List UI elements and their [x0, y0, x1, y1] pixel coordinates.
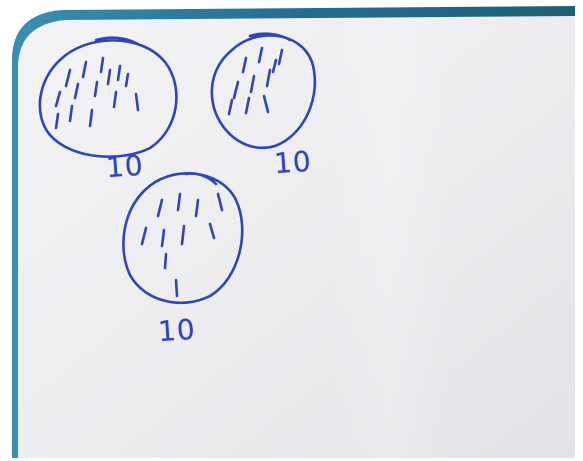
- tally-mark: [54, 90, 62, 108]
- tally-mark: [277, 48, 284, 66]
- group-3-circle: [122, 172, 244, 304]
- tally-mark: [140, 226, 148, 246]
- tally-mark: [156, 198, 164, 218]
- tally-mark: [116, 64, 122, 82]
- tally-mark: [249, 74, 256, 94]
- tally-mark: [124, 72, 130, 88]
- tally-mark: [232, 80, 240, 100]
- tally-mark: [194, 198, 200, 218]
- tally-mark: [271, 58, 278, 74]
- tally-mark: [216, 192, 224, 212]
- tally-mark: [160, 228, 166, 248]
- group-3-label: 10: [156, 312, 197, 349]
- tally-mark: [81, 60, 88, 79]
- tally-mark: [262, 94, 270, 114]
- tally-mark: [54, 112, 60, 130]
- tally-mark: [64, 68, 72, 88]
- tally-mark: [68, 104, 74, 123]
- tally-mark: [99, 56, 105, 74]
- tally-mark: [134, 92, 140, 112]
- tally-mark: [88, 108, 94, 128]
- board-surface: [18, 16, 575, 458]
- tally-mark: [106, 68, 112, 86]
- tally-mark: [93, 80, 99, 98]
- group-2-circle: [210, 32, 317, 150]
- group-1-label: 10: [104, 148, 145, 185]
- group-1-circle: [38, 36, 178, 158]
- tally-mark: [73, 82, 80, 100]
- tally-mark: [265, 68, 272, 88]
- group-2-label: 10: [272, 144, 313, 181]
- tally-mark: [174, 278, 179, 298]
- tally-mark: [208, 222, 216, 240]
- tally-mark: [176, 192, 182, 212]
- tally-mark: [241, 56, 248, 74]
- group-1-drawing: [38, 36, 178, 158]
- group-2-drawing: [210, 32, 317, 150]
- tally-mark: [180, 224, 186, 246]
- tally-mark: [227, 98, 234, 116]
- tally-mark: [244, 96, 251, 115]
- tally-mark: [163, 252, 168, 270]
- group-3-drawing: [122, 172, 244, 304]
- tally-mark: [112, 90, 118, 109]
- tally-mark: [257, 46, 264, 64]
